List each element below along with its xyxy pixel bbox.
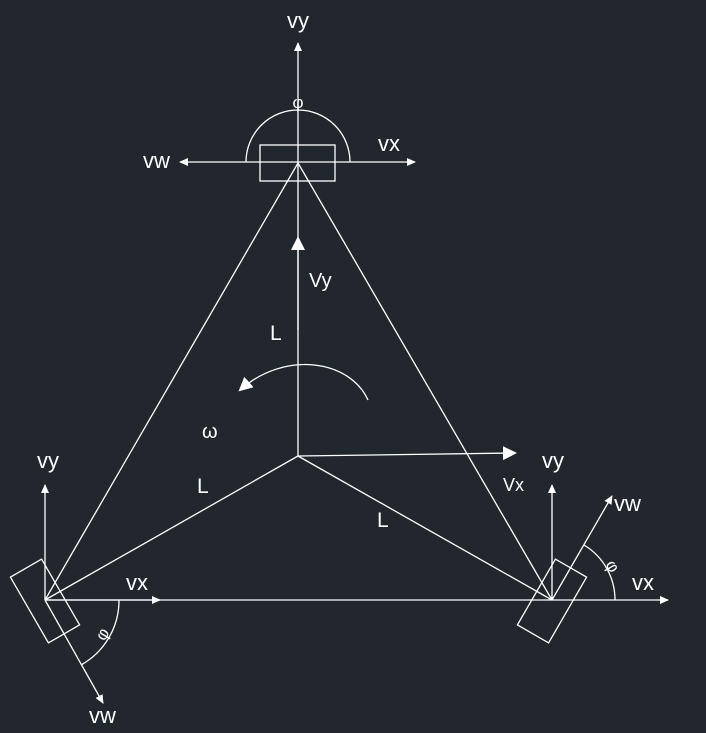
right-wheel [516,558,588,644]
left-vx-label: vx [126,570,148,595]
triangle-side-left [44,162,299,601]
top-phi-label: φ [292,93,303,112]
left-wheel [9,558,81,644]
left-phi-arc [80,599,120,666]
arm-left [44,455,299,601]
right-vx-label: vx [632,570,654,595]
center-vy-label: Vy [309,270,332,292]
right-vy-label: vy [542,448,564,473]
left-vw-axis [44,599,104,704]
right-phi-arc [583,544,616,601]
arm-right [297,455,553,601]
top-vx-label: vx [378,131,400,156]
center-vx-label: Vx [503,475,524,495]
top-wheel [259,144,336,182]
left-vy-label: vy [37,448,59,473]
right-vw-label: vw [614,491,641,516]
arm-left-length-label: L [197,475,209,498]
triangle-side-right [297,162,553,601]
arm-right-length-label: L [377,509,389,532]
center-vx-arrow [297,446,517,461]
top-phi-arc [245,109,351,163]
omega-label: ω [202,421,218,443]
top-vw-label: vw [143,148,170,173]
left-phi-label: φ [91,625,113,644]
omega-rotation-arc [238,363,369,401]
left-vw-label: vw [89,703,116,728]
arm-top-length-label: L [270,322,282,345]
right-vw-axis [551,495,613,601]
top-vy-label: vy [287,8,309,33]
right-phi-label: φ [602,557,624,576]
